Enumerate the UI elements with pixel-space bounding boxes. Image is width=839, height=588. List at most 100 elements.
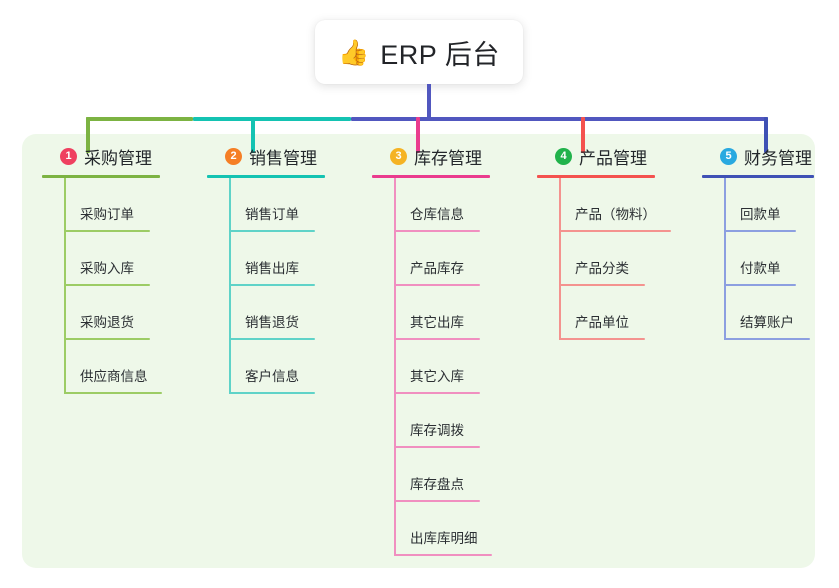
branch-item-rule <box>394 338 480 340</box>
branch-item-rule <box>394 392 480 394</box>
root-stem-connector <box>427 84 431 120</box>
branches-panel <box>22 134 815 568</box>
branch-item-label: 客户信息 <box>245 369 299 384</box>
branch-spine <box>559 178 561 340</box>
branch-item-label: 仓库信息 <box>410 207 464 222</box>
branch-title: 产品管理 <box>579 148 647 168</box>
branch-item[interactable]: 仓库信息 <box>394 178 532 232</box>
thumbs-up-icon: 👍 <box>338 37 370 67</box>
branch-spine <box>229 178 231 394</box>
branch-title: 财务管理 <box>744 148 812 168</box>
branch-header-underline <box>702 175 814 178</box>
branch-header-库存管理[interactable]: 3 库存管理 <box>372 144 532 168</box>
branch-item[interactable]: 客户信息 <box>229 340 367 394</box>
bus-segment-teal <box>193 117 351 121</box>
branch-item-rule <box>394 500 480 502</box>
branch-item[interactable]: 供应商信息 <box>64 340 202 394</box>
branch-item[interactable]: 库存调拨 <box>394 394 532 448</box>
branch-item-rule <box>559 338 645 340</box>
branch-item[interactable]: 采购退货 <box>64 286 202 340</box>
branch-spine <box>394 178 396 556</box>
branch-item[interactable]: 采购订单 <box>64 178 202 232</box>
branch-item-rule <box>229 230 315 232</box>
branch-header-财务管理[interactable]: 5 财务管理 <box>702 144 839 168</box>
drop-teal <box>251 117 255 153</box>
branch-item-rule <box>394 230 480 232</box>
root-node-content: 👍 ERP 后台 <box>338 33 500 72</box>
bus-segment-green <box>86 117 193 121</box>
branch-item[interactable]: 出库库明细 <box>394 502 532 556</box>
branch-title: 采购管理 <box>84 148 152 168</box>
branch-item[interactable]: 结算账户 <box>724 286 839 340</box>
branch-column-采购管理: 1 采购管理采购订单采购入库采购退货供应商信息 <box>42 144 202 394</box>
branch-item[interactable]: 其它出库 <box>394 286 532 340</box>
branch-number-badge: 5 <box>720 147 737 165</box>
branch-item-rule <box>64 338 150 340</box>
bus-segment-blue <box>351 117 768 121</box>
branch-item-label: 出库库明细 <box>410 531 478 546</box>
branch-item-label: 产品分类 <box>575 261 629 276</box>
branch-item-label: 销售出库 <box>245 261 299 276</box>
branch-item[interactable]: 销售退货 <box>229 286 367 340</box>
branch-header-underline <box>207 175 325 178</box>
drop-red <box>581 117 585 153</box>
branch-item-label: 其它入库 <box>410 369 464 384</box>
branch-item-label: 库存盘点 <box>410 477 464 492</box>
drop-pink <box>416 117 420 153</box>
branch-item[interactable]: 产品库存 <box>394 232 532 286</box>
branch-item-rule <box>559 230 671 232</box>
branch-item-label: 回款单 <box>740 207 781 222</box>
branch-title: 库存管理 <box>414 148 482 168</box>
branch-item-rule <box>64 392 162 394</box>
branch-item-list: 回款单付款单结算账户 <box>724 178 839 340</box>
branch-item[interactable]: 产品（物料） <box>559 178 697 232</box>
branch-title: 销售管理 <box>249 148 317 168</box>
branch-item[interactable]: 其它入库 <box>394 340 532 394</box>
branch-item-rule <box>64 230 150 232</box>
branch-item[interactable]: 产品单位 <box>559 286 697 340</box>
branch-item-label: 结算账户 <box>740 315 794 330</box>
branch-item-label: 其它出库 <box>410 315 464 330</box>
branch-spine <box>64 178 66 394</box>
branch-item[interactable]: 产品分类 <box>559 232 697 286</box>
branch-header-underline <box>372 175 490 178</box>
branch-item-label: 销售订单 <box>245 207 299 222</box>
branch-item-label: 采购退货 <box>80 315 134 330</box>
branch-item-list: 产品（物料） 产品分类产品单位 <box>559 178 697 340</box>
branch-spine <box>724 178 726 340</box>
branch-item-rule <box>229 284 315 286</box>
branch-item-label: 产品单位 <box>575 315 629 330</box>
branch-header-underline <box>537 175 655 178</box>
branch-item[interactable]: 回款单 <box>724 178 839 232</box>
branch-item-label: 采购订单 <box>80 207 134 222</box>
branch-header-underline <box>42 175 160 178</box>
branch-number-badge: 1 <box>60 147 77 165</box>
branch-item-label: 产品（物料） <box>575 207 656 222</box>
branch-item[interactable]: 销售出库 <box>229 232 367 286</box>
branch-number-badge: 3 <box>390 147 407 165</box>
branch-item[interactable]: 销售订单 <box>229 178 367 232</box>
branch-item-list: 采购订单采购入库采购退货供应商信息 <box>64 178 202 394</box>
branch-item[interactable]: 采购入库 <box>64 232 202 286</box>
branch-item-rule <box>64 284 150 286</box>
branch-item[interactable]: 库存盘点 <box>394 448 532 502</box>
branch-item-rule <box>724 230 796 232</box>
root-node-card[interactable]: 👍 ERP 后台 <box>315 20 523 84</box>
drop-green <box>86 117 90 153</box>
branch-item-label: 库存调拨 <box>410 423 464 438</box>
branch-item[interactable]: 付款单 <box>724 232 839 286</box>
branch-item-rule <box>724 284 796 286</box>
branch-item-rule <box>559 284 645 286</box>
branch-item-rule <box>229 392 315 394</box>
page-title: ERP 后台 <box>380 39 500 70</box>
branch-item-label: 供应商信息 <box>80 369 148 384</box>
branch-item-label: 采购入库 <box>80 261 134 276</box>
branch-item-list: 销售订单销售出库销售退货客户信息 <box>229 178 367 394</box>
branch-header-采购管理[interactable]: 1 采购管理 <box>42 144 202 168</box>
branch-item-label: 销售退货 <box>245 315 299 330</box>
